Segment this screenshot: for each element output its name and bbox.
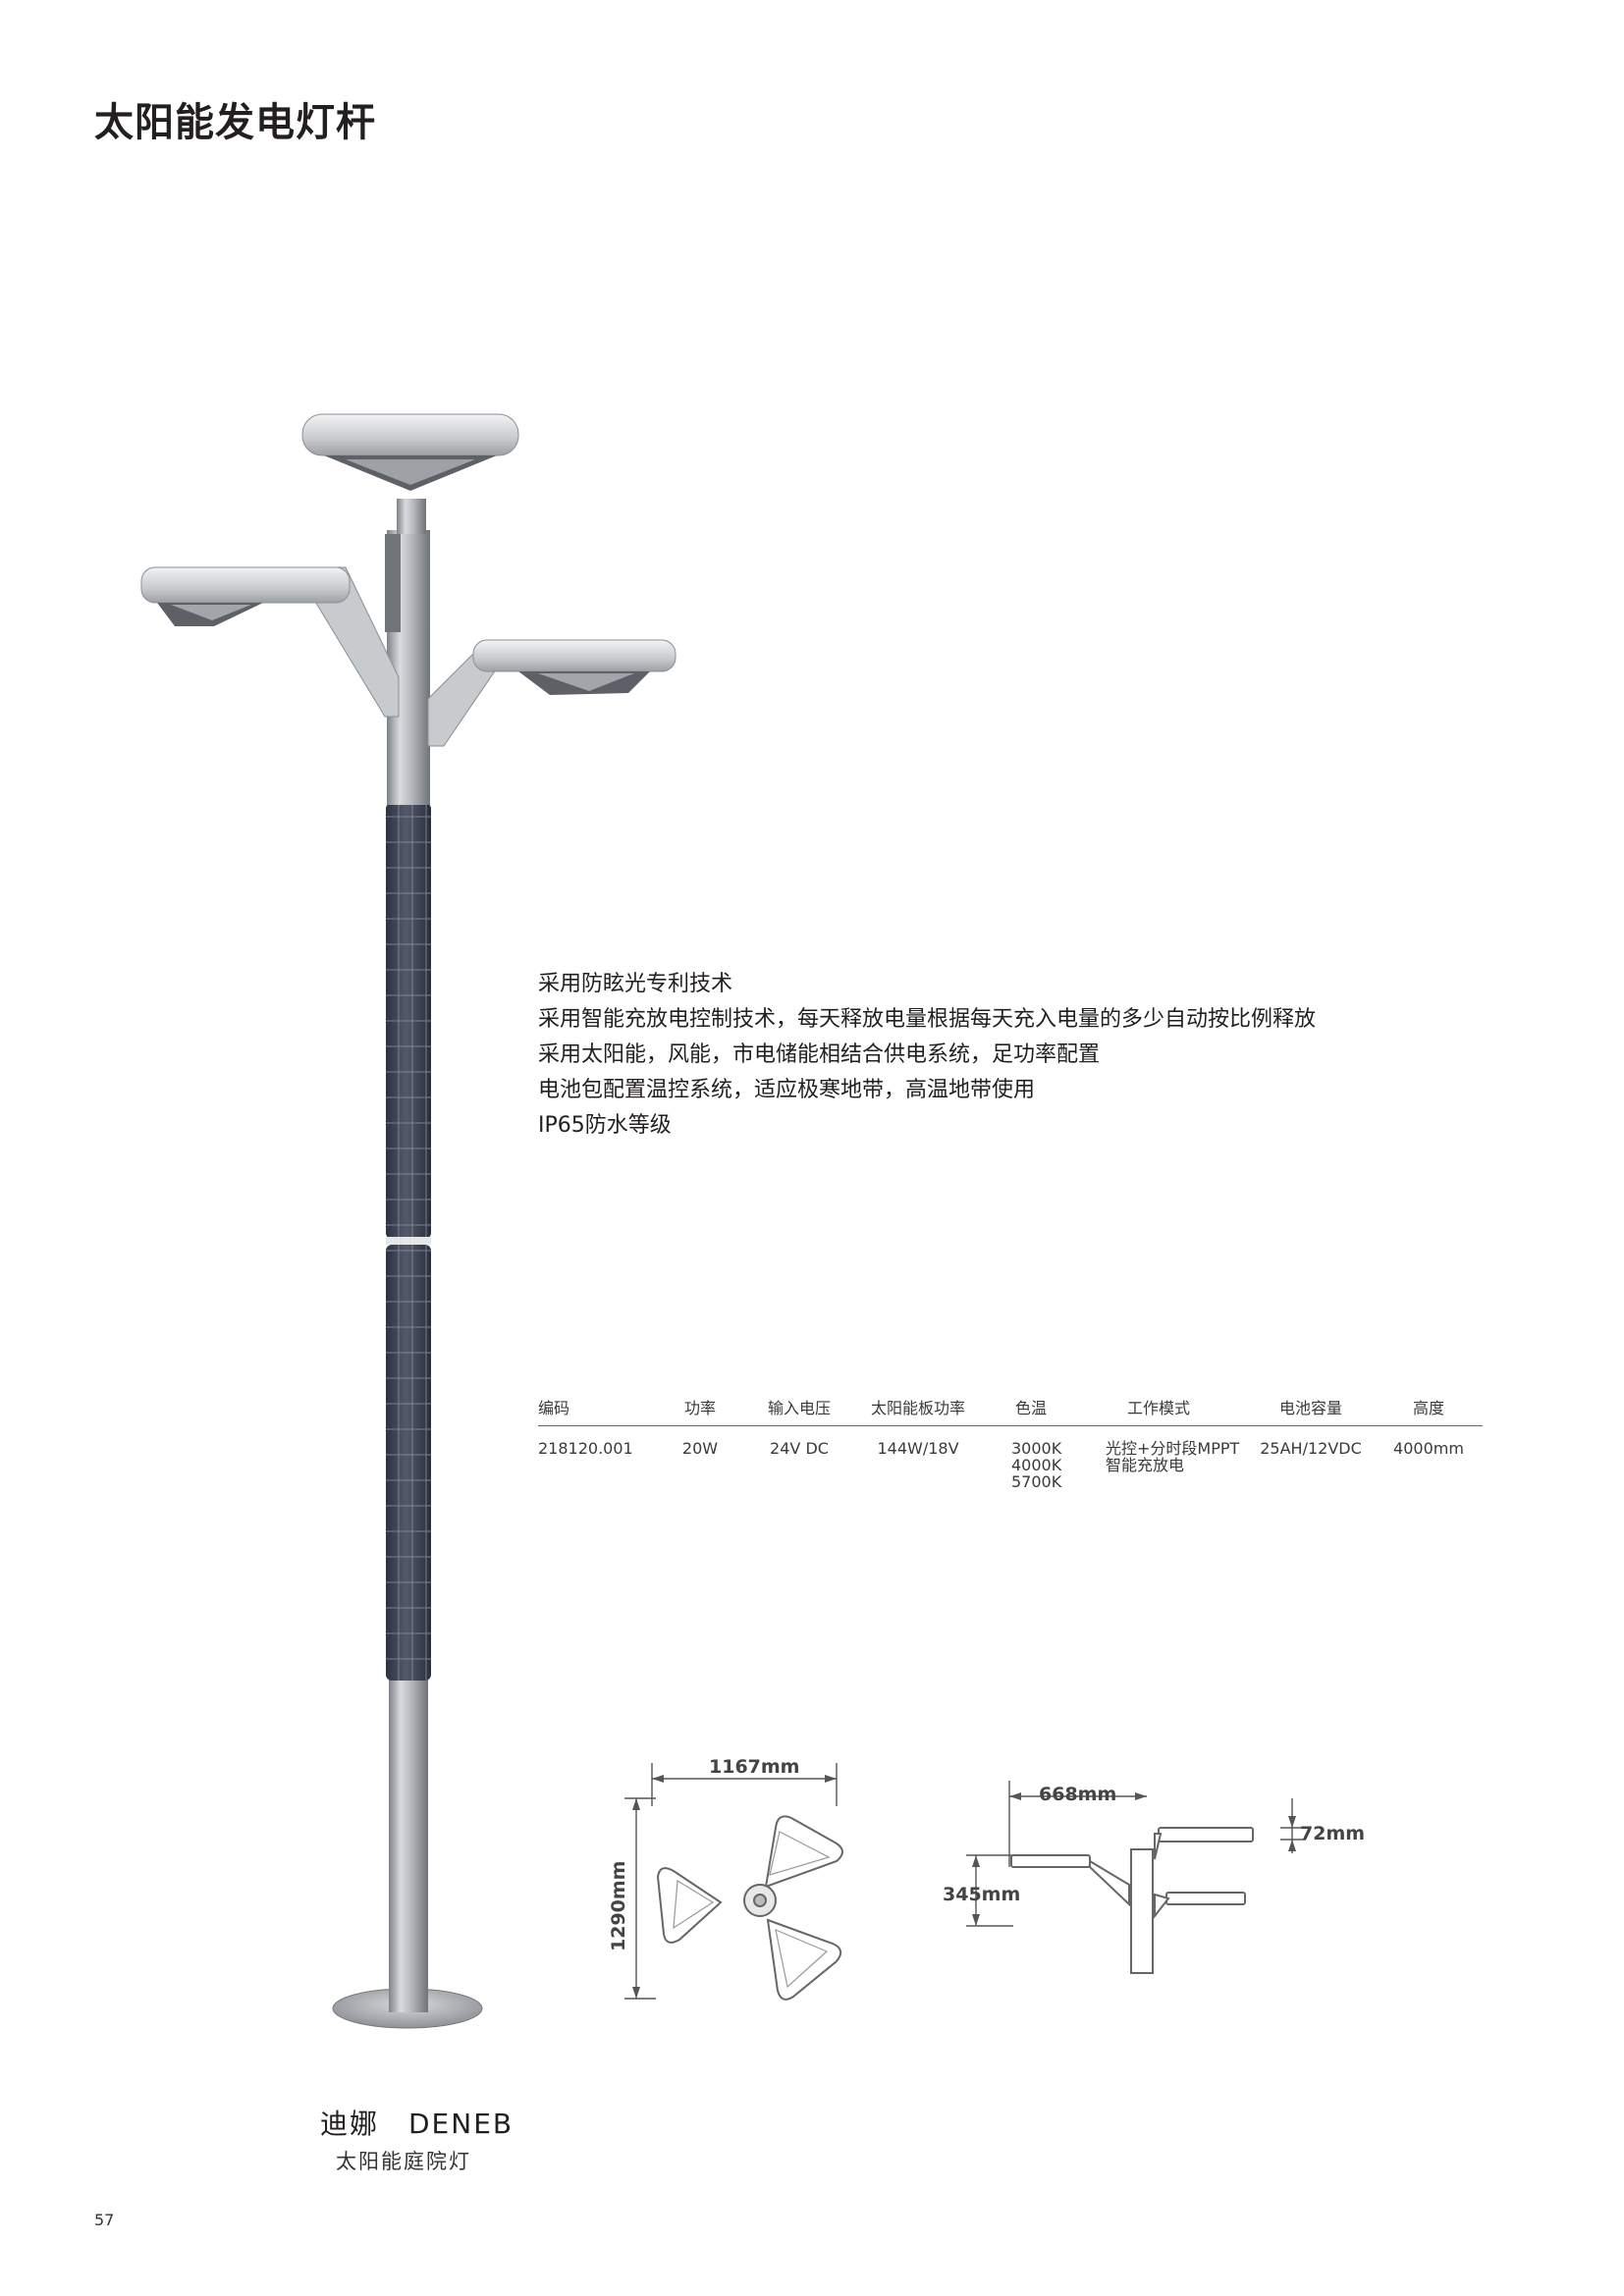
spec-table: 编码 功率 输入电压 太阳能板功率 色温 工作模式 电池容量 高度 218120… (538, 1388, 1483, 1490)
spec-header-row: 编码 功率 输入电压 太阳能板功率 色温 工作模式 电池容量 高度 (538, 1388, 1483, 1426)
page-title: 太阳能发电灯杆 (94, 100, 376, 145)
header-code: 编码 (538, 1388, 646, 1426)
header-color-temp: 色温 (992, 1388, 1070, 1426)
feature-item: 采用智能充放电控制技术，每天释放电量根据每天充入电量的多少自动按比例释放 (538, 1007, 1317, 1032)
cell-height: 4000mm (1393, 1438, 1464, 1458)
cell-solar-panel-power: 144W/18V (877, 1438, 959, 1458)
dim-side-width: 668mm (1039, 1784, 1116, 1805)
cell-battery: 25AH/12VDC (1260, 1438, 1362, 1458)
header-height: 高度 (1375, 1388, 1483, 1426)
feature-item: IP65防水等级 (538, 1113, 672, 1138)
header-solar-panel-power: 太阳能板功率 (844, 1388, 992, 1426)
color-temp-value: 3000K (1011, 1438, 1062, 1458)
feature-item: 采用防眩光专利技术 (538, 972, 733, 996)
header-work-mode: 工作模式 (1070, 1388, 1247, 1426)
product-name: 迪娜 DENEB (320, 2108, 514, 2140)
feature-item: 电池包配置温控系统，适应极寒地带，高温地带使用 (538, 1078, 1036, 1102)
cell-color-temp: 3000K 4000K 5700K (992, 1425, 1070, 1490)
spec-row: 218120.001 20W 24V DC 144W/18V 3000K 400… (538, 1425, 1483, 1490)
work-mode-line: 智能充放电 (1106, 1455, 1185, 1474)
feature-item: 采用太阳能，风能，市电储能相结合供电系统，足功率配置 (538, 1042, 1101, 1067)
cell-power: 20W (681, 1438, 719, 1458)
page-number: 57 (94, 2211, 115, 2229)
top-view-outline (656, 1815, 843, 2001)
cell-input-voltage: 24V DC (770, 1438, 829, 1458)
header-input-voltage: 输入电压 (754, 1388, 844, 1426)
side-view-outline (1010, 1827, 1254, 1974)
dim-side-height: 345mm (943, 1884, 1020, 1905)
dim-side-thickness: 72mm (1300, 1823, 1365, 1844)
product-subtitle: 太阳能庭院灯 (336, 2150, 471, 2173)
header-power: 功率 (646, 1388, 754, 1426)
pole-lower (389, 1679, 428, 2012)
work-mode-line: 光控+分时段MPPT (1106, 1438, 1240, 1458)
dim-top-width: 1167mm (709, 1756, 799, 1778)
cell-work-mode: 光控+分时段MPPT 智能充放电 (1070, 1425, 1247, 1490)
header-battery: 电池容量 (1247, 1388, 1375, 1426)
feature-list: 采用防眩光专利技术 采用智能充放电控制技术，每天释放电量根据每天充入电量的多少自… (538, 967, 1316, 1144)
cell-code: 218120.001 (538, 1438, 633, 1458)
color-temp-value: 4000K (1011, 1455, 1062, 1474)
dim-top-height: 1290mm (608, 1861, 629, 1951)
color-temp-value: 5700K (1011, 1471, 1062, 1491)
